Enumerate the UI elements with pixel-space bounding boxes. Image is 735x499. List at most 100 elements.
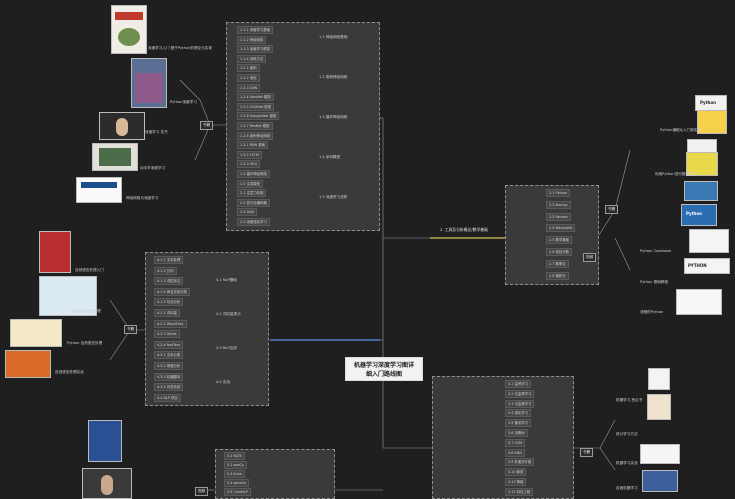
ml-row[interactable]: 3.2 无监督学习 [505,389,535,398]
ml-row[interactable]: 3.7 SVM [505,438,525,447]
ml-row[interactable]: 3.4 强化学习 [505,409,532,418]
deep-learning-row[interactable]: 1.2.4 AlexNet 模型 [237,93,274,102]
ml-row[interactable]: 3.10 聚类 [505,468,527,477]
ml-row[interactable]: 3.5 集成学习 [505,419,532,428]
tools-row[interactable]: 2.5 数学基础 [546,236,573,245]
ml-row[interactable]: 3.11 降维 [505,478,527,486]
nlp-row[interactable]: 4.3.1 文本分类 [154,351,184,360]
tools-row[interactable]: 2.3 Pandas [546,212,571,221]
deep-learning-row[interactable]: 1.3.1 RNN 基础 [237,141,268,150]
deep-learning-group-label: 1.2 卷积神经网络 [319,75,348,79]
nlp-row[interactable]: 4.3.4 问答系统 [154,383,184,392]
deep-learning-row[interactable]: 1.3.2 LSTM [237,150,262,159]
deep-learning-group-label: 1.4 序列模型 [319,155,341,159]
nlp-lib-row[interactable]: 5.2 spaCy [224,461,247,469]
nlp-row[interactable]: 4.2.4 fastText [154,340,183,349]
nlp-row[interactable]: 4.1.5 句法分析 [154,298,184,307]
book-cover-nlp-4 [5,350,51,378]
py-book-label-5: 流畅的Python [640,310,664,314]
nlp-row[interactable]: 4.1.3 词性标注 [154,277,184,286]
book-cover-py-1: Python [695,95,727,111]
nlp-book-label-4: 自然语言处理实战 [55,370,84,374]
nlp-row[interactable]: 4.1.1 文本处理 [154,256,184,264]
deep-learning-row[interactable]: 1.1.3 深度学习框架 [237,45,274,54]
tools-row[interactable]: 2.1 Python [546,189,571,197]
deep-learning-row[interactable]: 1.1.1 深度学习基础 [237,26,274,34]
tag-books-3[interactable]: 书籍 [605,205,619,214]
deep-learning-row[interactable]: 1.4 循环神经网络 [237,170,270,178]
book-cover-4 [76,177,122,203]
nlp-lib-row[interactable]: 5.3 jieba [224,470,245,478]
central-topic-line2: 细入门路线图 [365,371,402,378]
nlp-lib-row[interactable]: 5.5 CoreNLP [224,488,251,496]
deep-learning-row[interactable]: 1.5 生成模型 [237,179,264,188]
ml-row[interactable]: 3.1 监督学习 [505,380,532,388]
nlp-row[interactable]: 4.1.2 分词 [154,266,177,275]
nlp-lib-row[interactable]: 5.4 gensim [224,479,249,487]
deep-learning-row[interactable]: 2.3 GAN [237,208,257,217]
deep-learning-row[interactable]: 1.2.6 GoogLeNet 模型 [237,112,280,121]
nlp-group-label: 4.2 词向量表示 [216,312,241,316]
nlp-book-label-3: Python 自然语言处理 [67,341,103,345]
nlp-group-label: 4.4 实战 [216,380,231,384]
deep-learning-row[interactable]: 1.2.1 卷积 [237,64,260,73]
tools-row[interactable]: 2.2 Numpy [546,200,571,209]
nlp-row[interactable]: 4.3.2 情感分析 [154,362,184,370]
deep-learning-row[interactable]: 1.3.3 GRU [237,160,261,169]
tag-books-4[interactable]: 书籍 [580,448,594,457]
tools-row[interactable]: 2.7 概率论 [546,259,569,268]
deep-learning-row[interactable]: 1.1.2 神经网络 [237,35,267,44]
nlp-row[interactable]: 4.2.3 GloVe [154,330,180,339]
deep-learning-row[interactable]: 2.1 注意力机制 [237,189,267,198]
video-thumb-lib [82,468,132,499]
video-thumb-1 [99,112,145,140]
ml-book-label-2: 统计学习方法 [616,432,638,436]
deep-learning-row[interactable]: 1.2.7 ResNet 模型 [237,122,273,130]
nlp-row[interactable]: 4.4 NLP 项目 [154,393,181,402]
tools-row[interactable]: 2.8 微积分 [546,271,569,280]
ml-book-cover-2 [647,394,671,420]
book-label-2: Python深度学习 [170,100,197,104]
nlp-row[interactable]: 4.1.4 命名实体识别 [154,287,191,296]
ml-row[interactable]: 3.3 半监督学习 [505,399,535,408]
deep-learning-row[interactable]: 1.2.8 卷积神经网络 [237,131,274,140]
tag-books-5[interactable]: 视频 [195,487,209,496]
ml-row[interactable]: 3.12 特征工程 [505,487,534,496]
deep-learning-row[interactable]: 1.2.5 VGGNet 模型 [237,102,275,111]
tag-books-1[interactable]: 书籍 [200,121,214,130]
ml-row[interactable]: 3.6 决策树 [505,429,528,437]
nlp-group-label: 4.3 NLP应用 [216,346,237,350]
deep-learning-row[interactable]: 1.1.4 训练方法 [237,54,267,63]
tag-books-2[interactable]: 书籍 [124,325,138,334]
nlp-row[interactable]: 4.2.1 词向量 [154,309,180,317]
tools-row[interactable]: 2.6 线性代数 [546,248,573,256]
tag-video-3[interactable]: 视频 [583,253,597,262]
ml-book-label-4: 百面机器学习 [616,486,638,490]
deep-learning-row[interactable]: 2.4 深度强化学习 [237,218,270,226]
nlp-lib-row[interactable]: 5.1 NLTK [224,452,245,460]
ml-row[interactable]: 3.9 朴素贝叶斯 [505,458,535,467]
book-cover-py-9 [676,289,722,315]
book-cover-py-3 [687,139,717,153]
book-cover-3 [92,143,138,171]
nlp-row[interactable]: 4.2.2 Word2Vec [154,319,187,328]
book-cover-nlp-1 [39,231,71,273]
deep-learning-row[interactable]: 2.2 变分自编码器 [237,198,270,207]
deep-learning-row[interactable]: 1.2.3 CNN [237,83,261,92]
nlp-book-label-1: 自然语言处理入门 [75,268,104,272]
ml-row[interactable]: 3.8 KNN [505,448,525,457]
nlp-row[interactable]: 4.3.3 机器翻译 [154,372,184,381]
branch-tools-math[interactable]: 2. 工具及分析概论/数学基础 [440,227,488,232]
book-cover-py-4 [686,152,718,176]
deep-learning-row[interactable]: 1.2.2 池化 [237,74,260,82]
book-cover-py-8: PYTHON [684,258,730,274]
book-cover-2 [131,58,167,108]
central-topic[interactable]: 机器学习深度学习图详 细入门路线图 [345,357,423,381]
tools-row[interactable]: 2.4 Matplotlib [546,224,576,233]
deep-learning-group-label: 1.1 神经网络基础 [319,35,348,39]
